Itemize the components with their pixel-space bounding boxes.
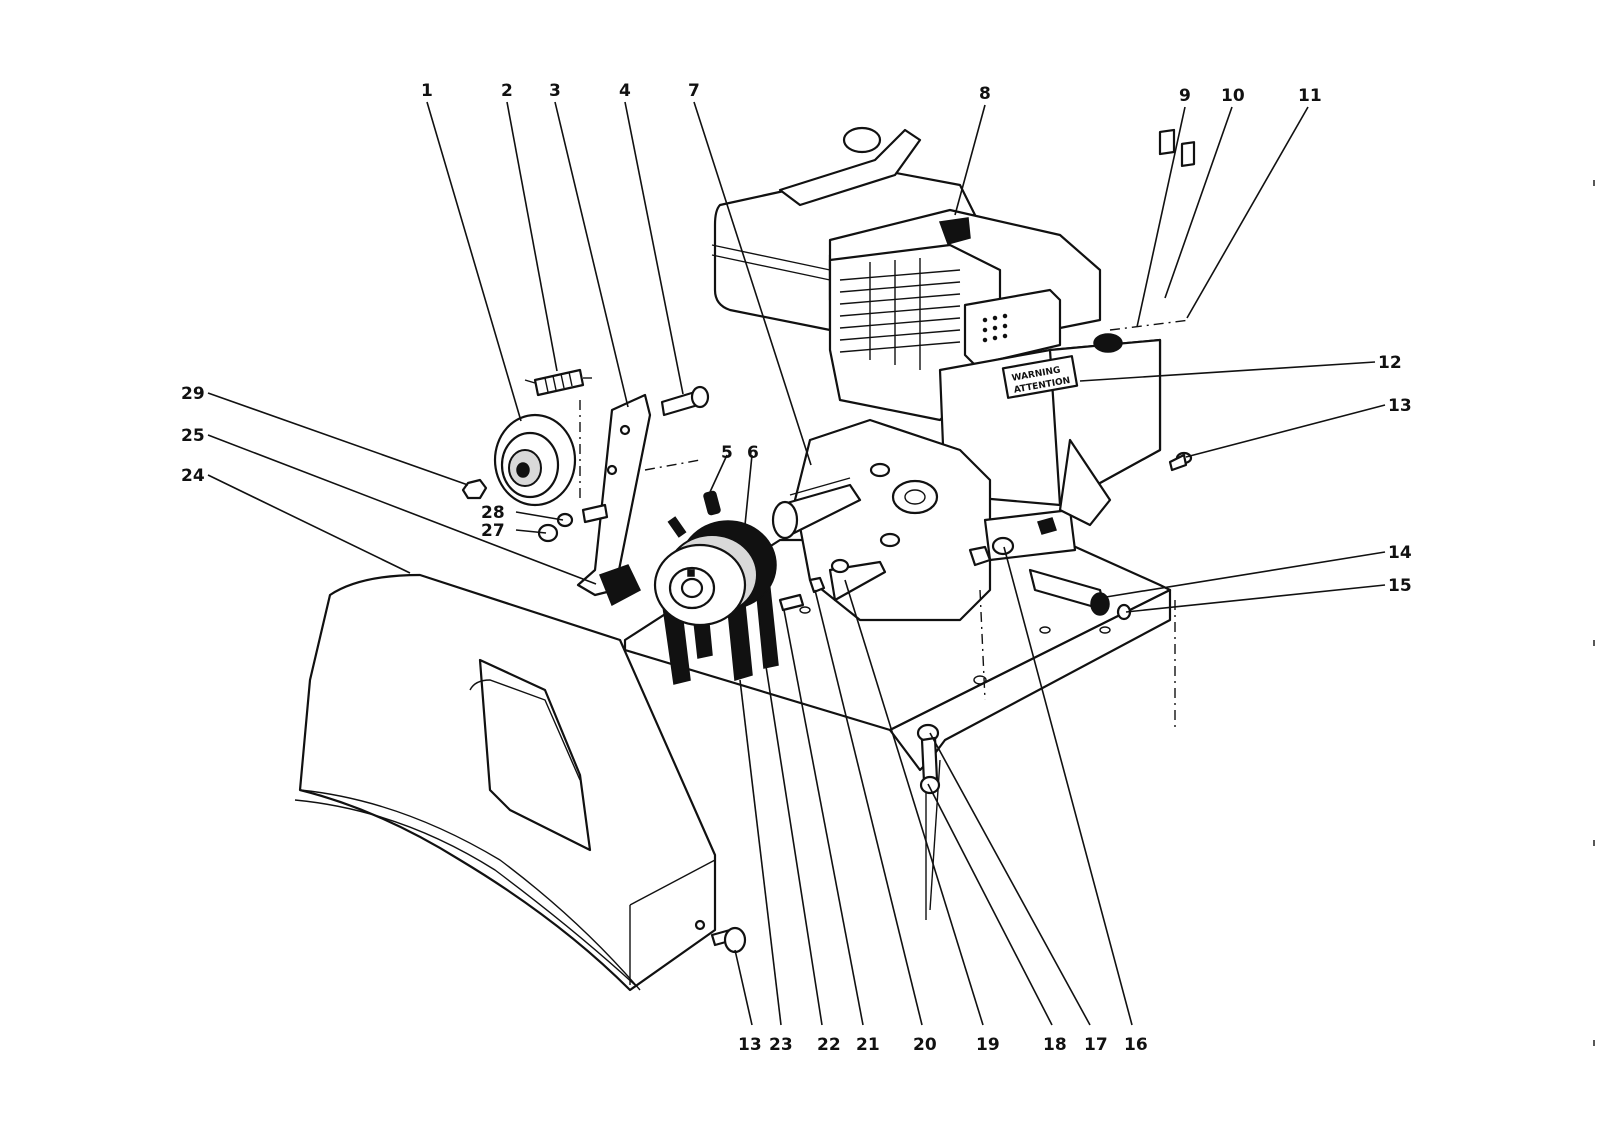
fuel-cap: [842, 126, 882, 154]
callout-27: 27: [481, 521, 505, 541]
idler-pulley: [493, 413, 577, 507]
callout-6: 6: [747, 443, 759, 463]
callout-2: 2: [501, 81, 513, 101]
key: [667, 516, 687, 538]
callout-25: 25: [181, 426, 205, 446]
callout-5: 5: [721, 443, 733, 463]
idler-hardware: [461, 478, 609, 543]
callout-21: 21: [856, 1035, 880, 1055]
callout-13-right: 13: [1388, 396, 1412, 416]
callout-17: 17: [1084, 1035, 1108, 1055]
callout-10: 10: [1221, 86, 1245, 106]
callout-13-bottom: 13: [738, 1035, 762, 1055]
callout-11: 11: [1298, 86, 1322, 106]
callout-14: 14: [1388, 543, 1412, 563]
callout-19: 19: [976, 1035, 1000, 1055]
spark-plug: [938, 217, 971, 245]
idler-arm: [576, 393, 652, 607]
crankcase: [793, 418, 992, 622]
crankshaft: [771, 477, 862, 540]
decal-piece-11: [1180, 141, 1196, 167]
callout-9: 9: [1179, 86, 1191, 106]
shoulder-bolt: [660, 385, 710, 417]
cooling-fins: [839, 258, 961, 370]
callout-3: 3: [549, 81, 561, 101]
callout-7: 7: [688, 81, 700, 101]
callout-23: 23: [769, 1035, 793, 1055]
callout-8: 8: [979, 84, 991, 104]
callout-29: 29: [181, 384, 205, 404]
set-screw: [703, 490, 721, 516]
extension-spring: [524, 368, 592, 397]
callout-15: 15: [1388, 576, 1412, 596]
callout-22: 22: [817, 1035, 841, 1055]
belt-cover: [294, 573, 747, 992]
frame-hardware: [916, 451, 1193, 795]
callout-1: 1: [421, 81, 433, 101]
callout-24: 24: [181, 466, 205, 486]
engine: WARNING ATTENTION: [711, 126, 1196, 622]
callout-numbers: 1 2 3 4 7 8 9 10 11 12 13 14 15 29 25 24…: [181, 81, 1412, 1055]
callout-28: 28: [481, 503, 505, 523]
muffler-vents: [982, 313, 1008, 343]
oil-fill-cap: [1093, 333, 1123, 353]
muffler: [963, 288, 1062, 367]
callout-16: 16: [1124, 1035, 1148, 1055]
decal-piece-10: [1158, 128, 1176, 156]
callout-12: 12: [1378, 353, 1402, 373]
cover-bolt: [710, 926, 747, 954]
callout-20: 20: [913, 1035, 937, 1055]
engine-pulley: [653, 520, 777, 627]
bracket-latch: [778, 558, 887, 612]
leader-lines: [207, 101, 1386, 1026]
callout-4: 4: [619, 81, 631, 101]
callout-18: 18: [1043, 1035, 1067, 1055]
